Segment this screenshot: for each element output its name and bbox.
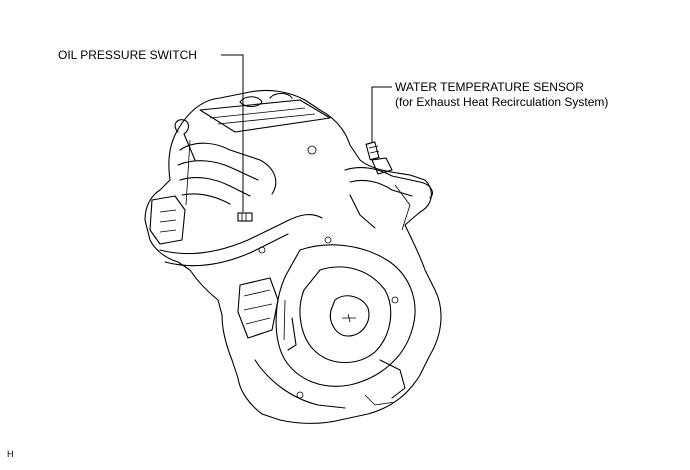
water-temperature-sensor-leader bbox=[371, 86, 392, 143]
water-temperature-sensor-part bbox=[365, 141, 380, 161]
water-temperature-sensor-sublabel: (for Exhaust Heat Recirculation System) bbox=[395, 95, 609, 109]
oil-pressure-switch-label: OIL PRESSURE SWITCH bbox=[58, 48, 197, 62]
figure-code: H bbox=[7, 449, 14, 459]
oil-pressure-switch-part bbox=[237, 212, 253, 222]
water-temperature-sensor-label: WATER TEMPERATURE SENSOR bbox=[395, 80, 584, 94]
engine-outline bbox=[144, 89, 442, 424]
oil-pressure-switch-leader bbox=[221, 54, 244, 212]
